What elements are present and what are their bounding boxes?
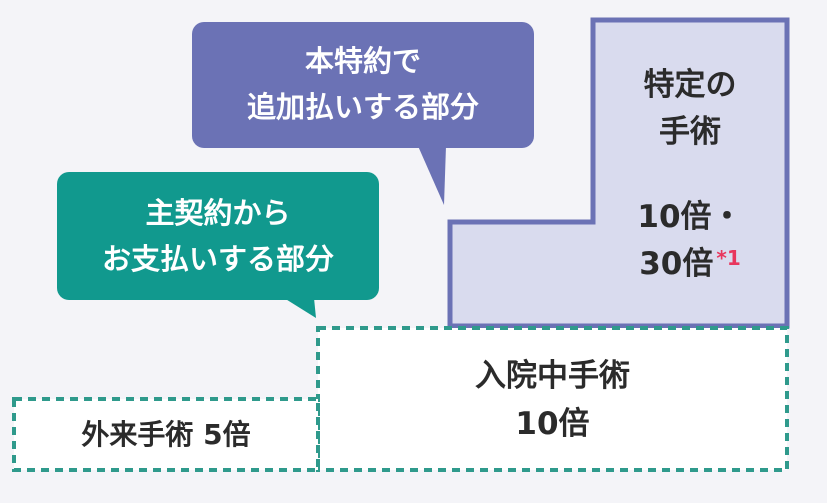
main-contract-callout-bubble	[57, 172, 379, 318]
footnote-marker: *1	[716, 246, 741, 270]
special-surgery-title: 特定の 手術	[593, 62, 787, 156]
main-contract-callout-text: 主契約から お支払いする部分	[57, 190, 379, 282]
special-surgery-multiplier: 10倍・ 30倍*1	[593, 194, 787, 288]
rider-callout-bubble	[192, 22, 534, 205]
outpatient-surgery-box	[12, 397, 320, 472]
main-callout-line-1: 主契約から	[145, 196, 291, 230]
rider-callout-text: 本特約で 追加払いする部分	[192, 38, 534, 130]
inpatient-surgery-label: 入院中手術 10倍	[318, 352, 787, 448]
special-surgery-title-line-1: 特定の	[643, 67, 737, 103]
rider-callout-line-1: 本特約で	[304, 44, 421, 78]
inpatient-surgery-line-2: 10倍	[515, 406, 590, 442]
special-surgery-title-line-2: 手術	[659, 114, 721, 150]
special-surgery-value-30x: 30倍	[639, 246, 714, 282]
special-surgery-value-line-2: 30倍*1	[593, 241, 787, 288]
rider-callout-line-2: 追加払いする部分	[246, 90, 479, 124]
outpatient-surgery-label: 外来手術 5倍	[81, 418, 251, 451]
special-surgery-value-line-1: 10倍・	[637, 199, 743, 235]
inpatient-surgery-line-1: 入院中手術	[475, 358, 630, 394]
main-callout-line-2: お支払いする部分	[101, 242, 334, 276]
